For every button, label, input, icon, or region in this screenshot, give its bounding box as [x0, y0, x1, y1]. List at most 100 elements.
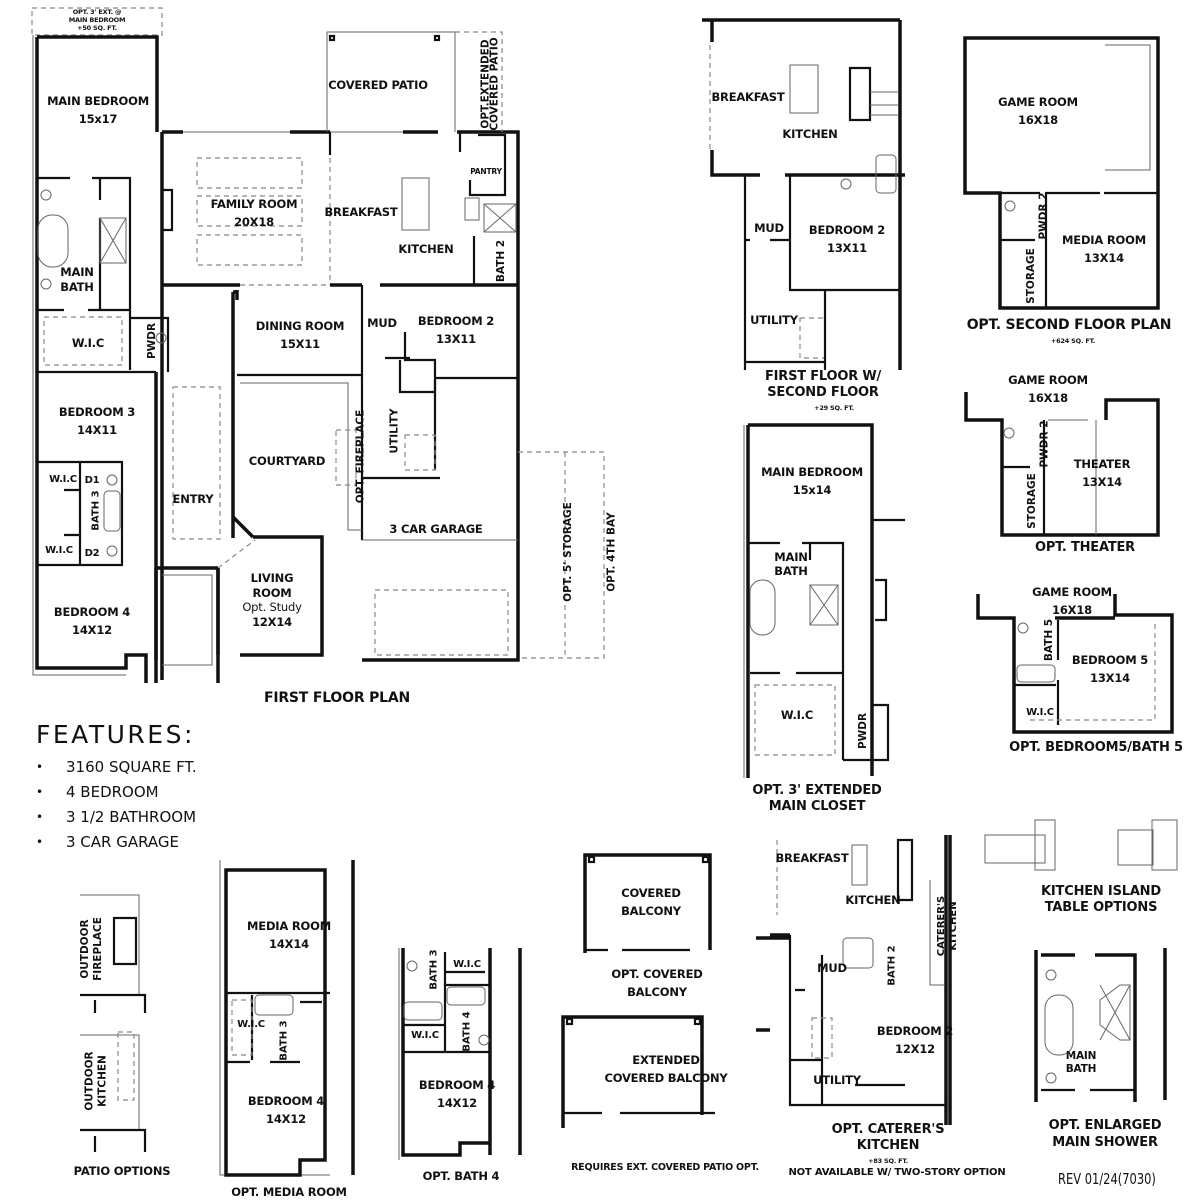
patio-options-title: PATIO OPTIONS	[73, 1164, 171, 1178]
room-kitchen: KITCHEN	[398, 242, 454, 256]
room-bath3: BATH 3	[428, 949, 440, 990]
room-bedroom2: BEDROOM 2 13X11	[417, 314, 495, 346]
covered-balcony-walls	[561, 853, 715, 1128]
opt-enlarged-shower-title: OPT. ENLARGED MAIN SHOWER	[1048, 1118, 1162, 1150]
room-main-wic: W.I.C	[71, 336, 105, 350]
room-game-room: GAME ROOM 16X18	[998, 95, 1078, 127]
opt-media-room-walls	[219, 860, 355, 1177]
opt-bath4-title: OPT. BATH 4	[422, 1169, 500, 1183]
opt-theater-walls	[964, 392, 1160, 537]
room-breakfast: BREAKFAST	[324, 205, 398, 219]
room-dining-room: DINING ROOM 15X11	[255, 319, 345, 351]
feature-item: 4 BEDROOM	[36, 780, 197, 805]
feature-item: 3 1/2 BATHROOM	[36, 805, 197, 830]
room-main-bath: MAIN BATH	[774, 550, 808, 578]
feature-item: 3 CAR GARAGE	[36, 830, 197, 855]
room-storage: STORAGE	[1024, 248, 1037, 304]
revision-label: REV 01/24(7030)	[1058, 1170, 1156, 1188]
opt-bedroom5-title: OPT. BEDROOM5/BATH 5	[1009, 740, 1183, 755]
covered-balcony-requirement-note: REQUIRES EXT. COVERED PATIO OPT.	[571, 1162, 759, 1173]
room-mud: MUD	[754, 221, 784, 235]
opt-extended-patio-label: OPT.EXTENDED COVERED PATIO	[479, 37, 501, 131]
caterers-kitchen-walls	[756, 835, 952, 1125]
patio-options-walls	[80, 894, 147, 1152]
room-mud: MUD	[817, 961, 847, 975]
room-kitchen: KITCHEN	[845, 893, 901, 907]
room-wic-d1: W.I.C	[49, 474, 77, 485]
room-d2: D2	[84, 548, 100, 559]
room-pwdr: PWDR	[146, 322, 159, 360]
room-wic-top: W.I.C	[453, 959, 481, 970]
room-utility: UTILITY	[813, 1073, 861, 1087]
kitchen-island-walls	[984, 819, 1178, 871]
opt-theater-title: OPT. THEATER	[1035, 540, 1135, 555]
room-game-room: GAME ROOM 16X18	[1008, 373, 1088, 405]
first-floor-title: FIRST FLOOR PLAN	[263, 690, 411, 706]
opt-extended-closet-walls	[743, 423, 905, 778]
room-main-bath: MAIN BATH	[60, 265, 94, 294]
room-kitchen: KITCHEN	[782, 127, 838, 141]
room-media-room: MEDIA ROOM 13X14	[1062, 233, 1146, 265]
enlarged-shower-walls	[1034, 948, 1167, 1102]
room-utility: UTILITY	[388, 408, 401, 454]
opt-fireplace-label: OPT. FIREPLACE	[354, 409, 367, 504]
room-media-room: MEDIA ROOM 14X14	[247, 919, 331, 951]
room-theater: THEATER 13X14	[1073, 457, 1131, 489]
room-bath3: BATH 3	[278, 1020, 290, 1061]
room-wic: W.I.C	[1026, 707, 1054, 718]
room-utility: UTILITY	[750, 313, 798, 327]
room-main-bath: MAIN BATH	[1065, 1050, 1097, 1075]
room-bedroom2: BEDROOM 2 12X12	[876, 1024, 954, 1056]
room-garage: 3 CAR GARAGE	[389, 522, 483, 536]
room-living-room: LIVING ROOM Opt. Study 12X14	[242, 571, 302, 629]
room-entry: ENTRY	[172, 492, 214, 506]
outdoor-fireplace-label: OUTDOOR FIREPLACE	[78, 917, 104, 981]
room-bedroom4: BEDROOM 4 14X12	[247, 1094, 325, 1126]
room-wic: W.I.C	[780, 708, 814, 722]
opt-main-bedroom-ext-note: OPT. 3' EXT. @ MAIN BEDROOM +50 SQ. FT.	[68, 8, 126, 32]
room-breakfast: BREAKFAST	[775, 851, 849, 865]
room-bath5: BATH 5	[1043, 618, 1056, 662]
opt-extended-closet-title: OPT. 3' EXTENDED MAIN CLOSET	[752, 783, 882, 814]
opt-4th-bay-label: OPT. 4TH BAY	[605, 512, 618, 592]
opt-covered-balcony-title: OPT. COVERED BALCONY	[611, 967, 703, 999]
two-story-restriction-note: NOT AVAILABLE W/ TWO-STORY OPTION	[788, 1167, 1006, 1178]
opt-bath4-walls	[398, 948, 522, 1160]
opt-media-room-title: OPT. MEDIA ROOM	[231, 1185, 347, 1199]
sqft-note: +83 SQ. FT.	[868, 1157, 908, 1165]
room-family-room: FAMILY ROOM 20X18	[210, 197, 298, 229]
room-bath2: BATH 2	[886, 945, 898, 986]
room-bedroom5: BEDROOM 5 13X14	[1071, 653, 1149, 685]
room-mud: MUD	[367, 316, 397, 330]
covered-balcony-label: COVERED BALCONY	[621, 886, 681, 918]
first-floor-walls	[31, 7, 605, 683]
room-storage: STORAGE	[1025, 473, 1038, 529]
opt-storage-label: OPT. 5' STORAGE	[561, 502, 574, 602]
opt-second-floor-walls	[963, 36, 1160, 310]
kitchen-island-title: KITCHEN ISLAND TABLE OPTIONS	[1041, 884, 1161, 915]
features-list: FEATURES: 3160 SQUARE FT. 4 BEDROOM 3 1/…	[36, 720, 197, 855]
extended-covered-balcony-label: EXTENDED COVERED BALCONY	[604, 1053, 728, 1085]
sqft-note: +29 SQ. FT.	[814, 404, 854, 412]
room-bedroom3: BEDROOM 3 14X11	[58, 405, 136, 437]
room-breakfast: BREAKFAST	[711, 90, 785, 104]
room-pantry: PANTRY	[470, 167, 502, 176]
room-bath2: BATH 2	[495, 239, 508, 283]
room-bedroom4: BEDROOM 4 14X12	[53, 605, 131, 637]
opt-caterers-kitchen-title: OPT. CATERER'S KITCHEN	[831, 1122, 945, 1153]
sqft-note: +624 SQ. FT.	[1050, 337, 1096, 345]
room-courtyard: COURTYARD	[248, 454, 326, 468]
room-pwdr: PWDR	[857, 712, 870, 750]
room-bath4: BATH 4	[461, 1011, 473, 1052]
room-bedroom2: BEDROOM 2 13X11	[808, 223, 886, 255]
covered-patio-label: COVERED PATIO	[328, 78, 428, 92]
opt-bedroom5-walls	[976, 594, 1174, 734]
room-caterers-kitchen: CATERER'S KITCHEN	[936, 895, 960, 957]
room-pwdr2: PWDR 2	[1038, 420, 1051, 468]
room-d1: D1	[84, 475, 100, 486]
room-wic-d2: W.I.C	[45, 545, 73, 556]
room-bedroom4: BEDROOM 4 14X12	[418, 1078, 496, 1110]
first-floor-second-variant	[702, 18, 905, 370]
room-bath3: BATH 3	[90, 490, 102, 531]
